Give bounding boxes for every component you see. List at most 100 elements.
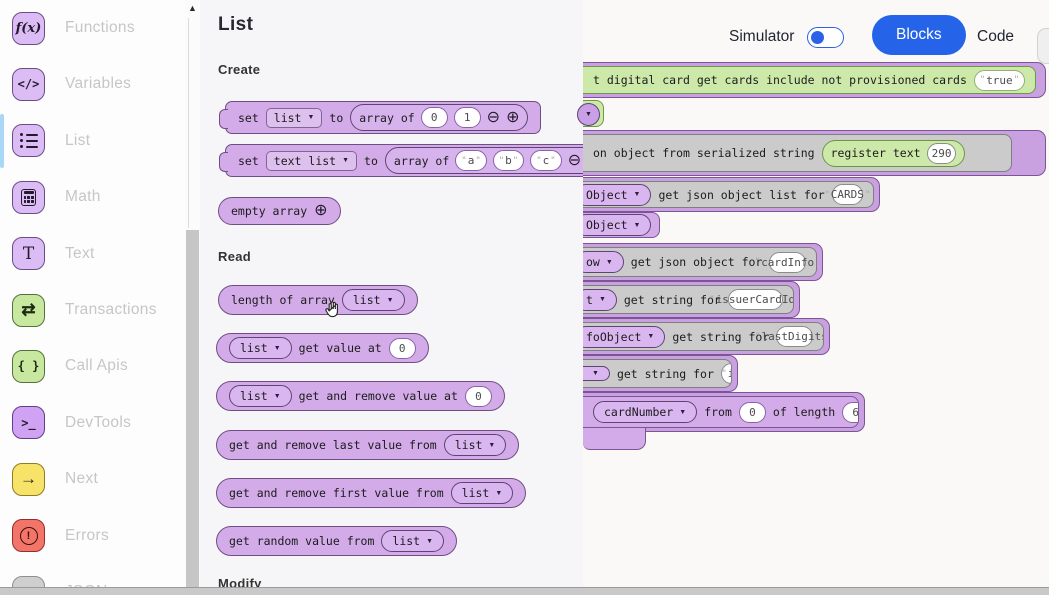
number-field[interactable]: 290 bbox=[926, 142, 957, 164]
string-field[interactable]: "issuerCardId" bbox=[709, 289, 793, 310]
sidebar-item-call-apis[interactable]: { }Call Apis bbox=[0, 340, 185, 392]
scrollbar-thumb[interactable] bbox=[186, 230, 199, 588]
dropdown-field[interactable]: list▼ bbox=[450, 482, 514, 504]
workspace[interactable]: Simulator Blocks Code t digital card get… bbox=[577, 0, 1049, 595]
chevron-down-icon: ▼ bbox=[426, 537, 434, 545]
string-field[interactable]: "lastDigits" bbox=[755, 326, 823, 347]
number-field[interactable]: 6 bbox=[842, 401, 858, 423]
workspace-block-wrapper[interactable]: ow▼ get json object for"cardInfo" bbox=[583, 243, 823, 281]
workspace-block[interactable]: Object▼ bbox=[583, 212, 660, 238]
block-text: from bbox=[704, 405, 732, 419]
workspace-block-wrapper[interactable]: t▼get string for"issuerCardId" bbox=[583, 281, 800, 318]
sidebar-item-variables[interactable]: </>Variables bbox=[0, 58, 185, 110]
sidebar-item-transactions[interactable]: ⇄Transactions bbox=[0, 284, 185, 336]
dropdown-field[interactable]: Object▼ bbox=[583, 183, 652, 206]
sidebar-item-math[interactable]: Math bbox=[0, 171, 185, 223]
dropdown-field[interactable]: ▼ bbox=[577, 103, 600, 126]
number-field[interactable]: 0 bbox=[464, 385, 492, 407]
workspace-block[interactable]: foObject▼get string for"lastDigits" bbox=[583, 322, 824, 351]
workspace-block[interactable]: ▼get string for"id" bbox=[583, 359, 732, 388]
block-text: on object from serialized string bbox=[593, 146, 815, 160]
sidebar-item-label: Transactions bbox=[65, 301, 157, 318]
workspace-block-wrapper[interactable]: on object from serialized string register… bbox=[583, 130, 1046, 176]
string-field[interactable]: "b" bbox=[492, 150, 525, 171]
sidebar-item-errors[interactable]: !Errors bbox=[0, 510, 185, 562]
dropdown-field[interactable]: text list▼ bbox=[265, 150, 358, 171]
dropdown-field[interactable]: list▼ bbox=[265, 107, 323, 128]
string-field[interactable]: "CARDS" bbox=[824, 184, 870, 205]
calculator-icon bbox=[12, 180, 45, 214]
sidebar-item-list[interactable]: List bbox=[0, 113, 185, 168]
sidebar-item-devtools[interactable]: >_DevTools bbox=[0, 397, 185, 449]
workspace-block-wrapper[interactable]: Object▼get json object list for"CARDS" bbox=[583, 177, 880, 212]
dropdown-field[interactable]: list▼ bbox=[229, 337, 292, 359]
code-button[interactable]: Code bbox=[977, 28, 1015, 45]
string-field[interactable]: "c" bbox=[530, 150, 562, 171]
number-field[interactable]: 0 bbox=[420, 107, 448, 128]
dropdown-field[interactable]: ▼ bbox=[583, 366, 610, 381]
blocks-button[interactable]: Blocks bbox=[872, 15, 966, 55]
string-field[interactable]: "a" bbox=[455, 150, 487, 171]
add-item-icon[interactable]: ⊕ bbox=[314, 202, 328, 219]
workspace-block-wrapper[interactable]: ▼get string for"id" bbox=[583, 355, 738, 392]
text-icon: T bbox=[12, 237, 45, 271]
string-field[interactable]: "cardInfo" bbox=[755, 251, 816, 273]
string-field[interactable]: "id" bbox=[720, 363, 731, 384]
dropdown-field[interactable]: list▼ bbox=[229, 385, 292, 407]
block-text: get and remove value at bbox=[298, 389, 458, 403]
quote-mark: " bbox=[864, 189, 871, 200]
edge-panel-sliver[interactable] bbox=[1037, 28, 1049, 64]
dropdown-field[interactable]: foObject▼ bbox=[583, 325, 666, 348]
workspace-block[interactable]: Object▼get json object list for"CARDS" bbox=[583, 181, 874, 208]
dropdown-field[interactable]: t▼ bbox=[583, 288, 617, 311]
sidebar-item-functions[interactable]: f(x)Functions bbox=[0, 2, 185, 54]
quote-mark: " bbox=[512, 155, 519, 166]
dropdown-field[interactable]: ow▼ bbox=[583, 251, 624, 273]
horizontal-scrollbar[interactable] bbox=[0, 587, 1049, 595]
dropdown-field[interactable]: list▼ bbox=[341, 289, 405, 311]
string-field[interactable]: "true" bbox=[973, 69, 1025, 91]
sidebar-item-next[interactable]: →Next bbox=[0, 453, 185, 505]
sidebar-item-label: Variables bbox=[65, 75, 132, 93]
nested-value-block[interactable]: array of"a""b""c"⊖⊕ bbox=[384, 147, 583, 174]
workspace-block[interactable]: ow▼ get json object for"cardInfo" bbox=[583, 247, 817, 277]
workspace-block-wrapper[interactable]: t digital card get cards include not pro… bbox=[583, 62, 1046, 98]
number-field[interactable]: 0 bbox=[388, 337, 416, 359]
block-text: get json object for bbox=[630, 255, 763, 269]
workspace-block[interactable]: t digital card get cards include not pro… bbox=[583, 66, 1036, 94]
flyout-block[interactable]: list▼ get and remove value at 0 bbox=[216, 381, 505, 411]
workspace-block[interactable]: ▼ bbox=[577, 100, 604, 127]
number-field[interactable]: 1 bbox=[453, 107, 481, 128]
scroll-up-icon[interactable]: ▲ bbox=[188, 3, 197, 13]
dropdown-field[interactable]: Object▼ bbox=[583, 214, 652, 236]
add-item-icon[interactable]: ⊕ bbox=[506, 108, 520, 126]
workspace-block[interactable] bbox=[583, 427, 646, 450]
workspace-block[interactable]: on object from serialized string register… bbox=[583, 134, 1012, 172]
simulator-toggle[interactable] bbox=[807, 27, 844, 48]
workspace-block-wrapper[interactable]: foObject▼get string for"lastDigits" bbox=[583, 318, 830, 355]
dropdown-field[interactable]: list▼ bbox=[443, 434, 507, 456]
dropdown-field[interactable]: cardNumber▼ bbox=[593, 401, 698, 423]
remove-item-icon[interactable]: ⊖ bbox=[567, 151, 582, 169]
dropdown-field[interactable]: list▼ bbox=[381, 530, 445, 552]
remove-item-icon[interactable]: ⊖ bbox=[486, 108, 501, 126]
quote-mark: " bbox=[815, 257, 816, 267]
block-text: to bbox=[329, 110, 344, 125]
workspace-block[interactable]: t▼get string for"issuerCardId" bbox=[583, 285, 794, 314]
flyout-block[interactable]: empty array⊕ bbox=[218, 197, 341, 225]
number-field[interactable]: 0 bbox=[738, 401, 766, 423]
scrollbar-track bbox=[188, 18, 189, 228]
